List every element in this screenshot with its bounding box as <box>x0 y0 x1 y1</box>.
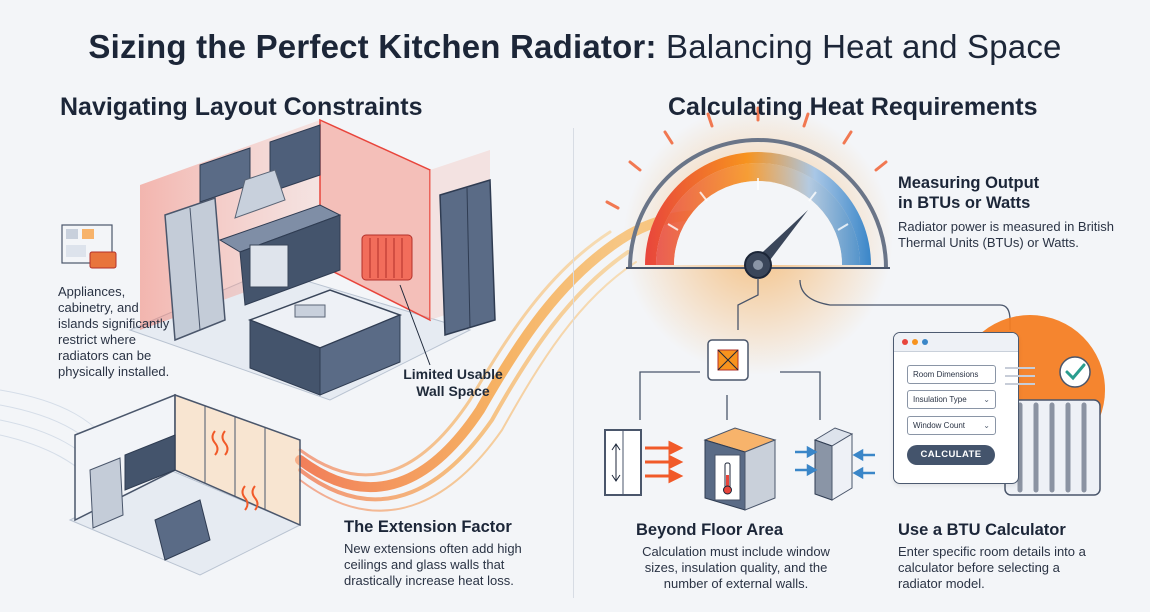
btu-calculator-heading: Use a BTU Calculator <box>898 521 1066 539</box>
radiator-illustration-grey <box>1004 399 1101 496</box>
external-wall-icon <box>795 427 875 501</box>
title-rest-part: Balancing Heat and Space <box>656 28 1062 65</box>
insulation-type-select[interactable]: Insulation Type ⌄ <box>907 390 996 409</box>
appliances-description: Appliances, cabinetry, and islands signi… <box>58 284 170 379</box>
insulation-thermometer-icon <box>703 427 777 511</box>
gauge-illustration <box>605 105 893 375</box>
decorative-line <box>1005 383 1035 385</box>
measure-box-icon <box>707 339 749 381</box>
room-dimensions-input[interactable]: Room Dimensions <box>907 365 996 384</box>
btu-calculator-description: Enter specific room details into a calcu… <box>898 544 1086 591</box>
connector-lines <box>639 278 1011 420</box>
measure-heading-line1: Measuring Output <box>898 174 1040 192</box>
measure-output-heading: Measuring Output in BTUs or Watts <box>898 173 1068 213</box>
window-count-text: Window Count <box>913 421 966 430</box>
window-dot-orange <box>912 339 918 345</box>
right-section-heading: Calculating Heat Requirements <box>668 93 1038 121</box>
checkmark-badge-icon <box>1059 356 1091 388</box>
window-count-select[interactable]: Window Count ⌄ <box>907 416 996 435</box>
left-section-heading: Navigating Layout Constraints <box>60 93 423 121</box>
btu-calculator-window: Room Dimensions Insulation Type ⌄ Window… <box>893 332 1035 484</box>
floorplan-icon <box>61 224 117 269</box>
decorative-line <box>1005 367 1035 369</box>
insulation-type-text: Insulation Type <box>913 395 967 404</box>
limited-wall-line1: Limited Usable <box>403 366 503 382</box>
page-title: Sizing the Perfect Kitchen Radiator: Bal… <box>0 28 1150 66</box>
chevron-down-icon: ⌄ <box>983 395 990 404</box>
beyond-floor-area-description: Calculation must include window sizes, i… <box>642 544 830 591</box>
measure-heading-line2: in BTUs or Watts <box>898 194 1031 212</box>
window-dot-red <box>902 339 908 345</box>
room-dimensions-text: Room Dimensions <box>913 370 979 379</box>
calculate-button[interactable]: CALCULATE <box>907 445 995 465</box>
radiator-illustration-red <box>361 234 413 281</box>
extension-heading: The Extension Factor <box>344 518 512 536</box>
window-heat-loss-icon <box>604 429 684 496</box>
section-divider <box>573 128 574 598</box>
beyond-floor-area-heading: Beyond Floor Area <box>636 521 783 539</box>
chevron-down-icon: ⌄ <box>983 421 990 430</box>
measure-output-description: Radiator power is measured in British Th… <box>898 219 1115 250</box>
decorative-line <box>1005 375 1035 377</box>
limited-wall-line2: Wall Space <box>416 383 490 399</box>
extension-description: New extensions often add high ceilings a… <box>344 541 522 588</box>
limited-wall-space-label: Limited Usable Wall Space <box>398 366 508 400</box>
window-dot-blue <box>922 339 928 345</box>
calculator-title-bar <box>894 333 1018 352</box>
kitchen-isometric-drawing <box>128 118 496 401</box>
extension-isometric-drawing <box>68 393 302 576</box>
title-bold-part: Sizing the Perfect Kitchen Radiator: <box>88 28 657 65</box>
